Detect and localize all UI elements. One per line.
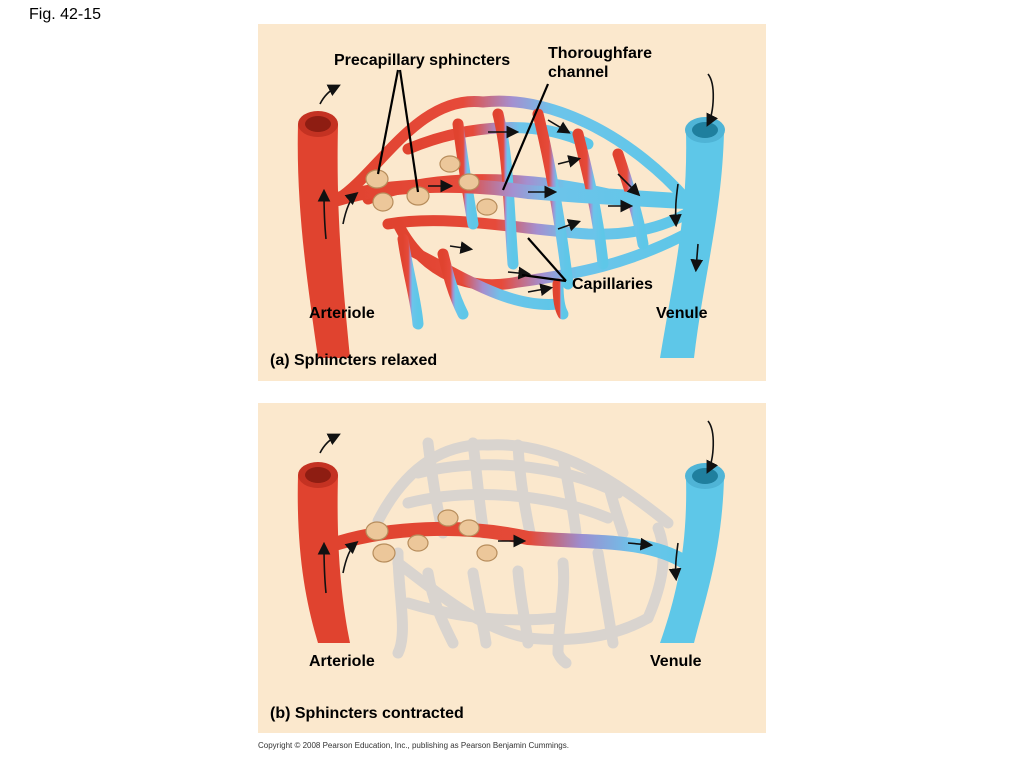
caption-sphincters-contracted: (b) Sphincters contracted xyxy=(270,705,464,722)
panel-sphincters-contracted: Arteriole Venule (b) Sphincters contract… xyxy=(258,403,766,733)
copyright-notice: Copyright © 2008 Pearson Education, Inc.… xyxy=(258,741,569,750)
precapillary-sphincters xyxy=(365,509,498,563)
label-venule: Venule xyxy=(650,653,702,670)
arteriole-vessel xyxy=(297,111,350,358)
relaxed-capillary-bed-illustration xyxy=(297,69,725,358)
label-thoroughfare-channel: Thoroughfare channel xyxy=(548,45,652,81)
collapsed-capillary-network xyxy=(372,437,674,669)
flow-arrows xyxy=(317,73,719,297)
flow-arrows xyxy=(317,420,719,594)
label-precapillary-sphincters: Precapillary sphincters xyxy=(334,52,511,69)
thoroughfare-channel xyxy=(331,178,693,209)
label-arteriole: Arteriole xyxy=(309,653,375,670)
caption-sphincters-relaxed: (a) Sphincters relaxed xyxy=(270,352,438,369)
figure-label: Fig. 42-15 xyxy=(29,6,102,23)
label-arteriole: Arteriole xyxy=(309,305,375,322)
contracted-capillary-bed-illustration xyxy=(297,420,725,669)
label-venule: Venule xyxy=(656,305,708,322)
precapillary-sphincters xyxy=(365,155,498,216)
label-capillaries: Capillaries xyxy=(572,276,653,293)
label-leader-lines xyxy=(376,69,567,283)
panel-sphincters-relaxed: Precapillary sphincters Thoroughfare cha… xyxy=(258,24,766,381)
